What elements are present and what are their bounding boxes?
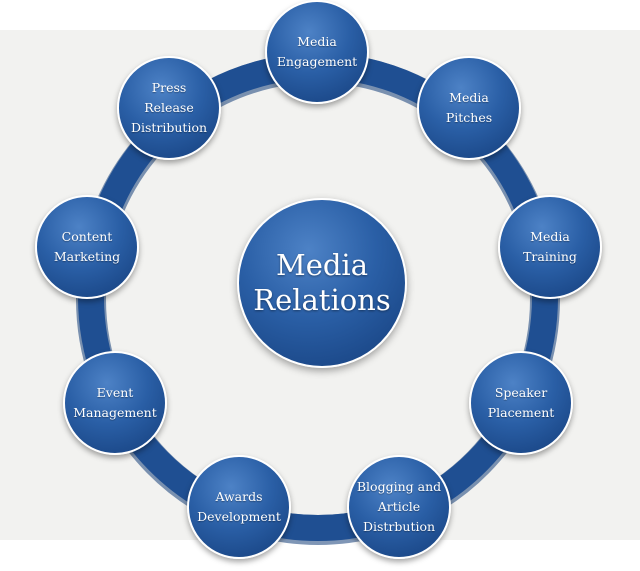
node-media-engagement: Media Engagement [265,0,369,104]
node-label: Media Training [523,229,577,264]
node-label: Awards Development [197,489,281,524]
center-label: Media Relations [253,248,391,317]
center-node: Media Relations [237,198,407,368]
node-media-training: Media Training [498,195,602,299]
node-press-release: Press Release Distribution [117,56,221,160]
node-blogging-article: Blogging and Article Distrbution [347,455,451,559]
node-label: Event Management [73,385,157,420]
node-content-marketing: Content Marketing [35,195,139,299]
node-speaker-placement: Speaker Placement [469,351,573,455]
node-event-management: Event Management [63,351,167,455]
node-media-pitches: Media Pitches [417,56,521,160]
node-label: Media Engagement [276,34,358,69]
node-label: Blogging and Article Distrbution [356,479,442,534]
node-label: Content Marketing [53,229,121,264]
node-awards-development: Awards Development [187,455,291,559]
node-label: Media Pitches [445,90,493,125]
node-label: Speaker Placement [487,385,555,420]
node-label: Press Release Distribution [130,80,208,135]
